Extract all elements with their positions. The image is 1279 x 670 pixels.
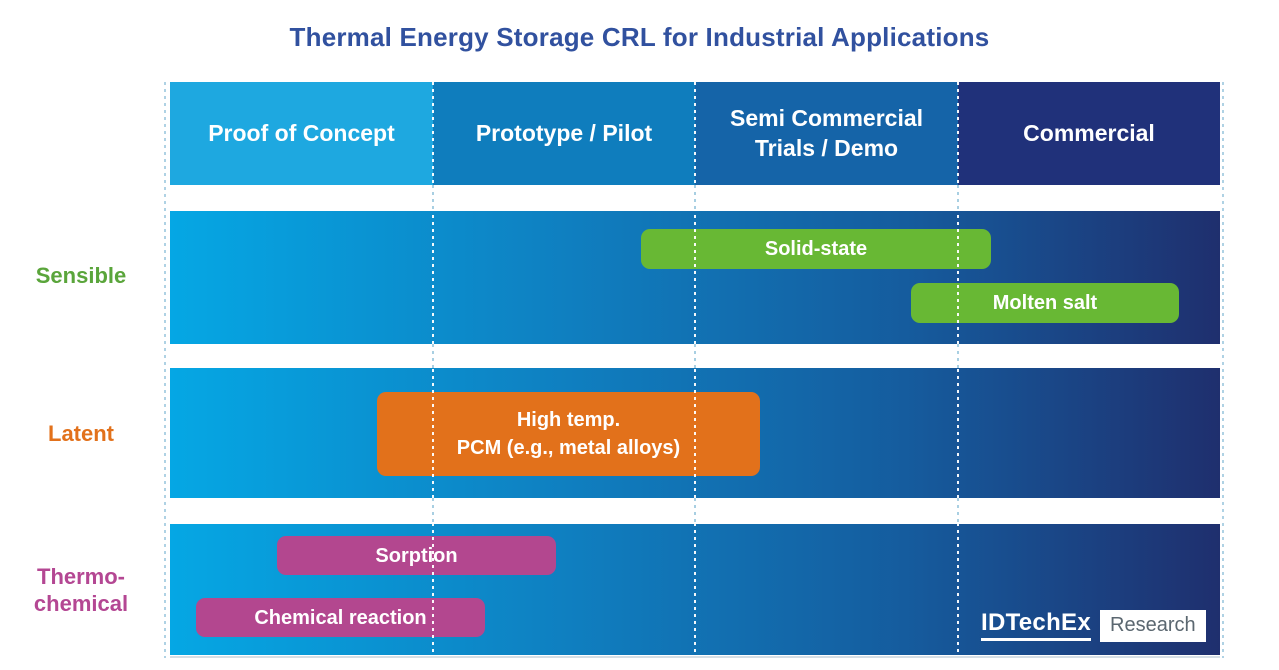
chart-title: Thermal Energy Storage CRL for Industria… <box>289 22 990 52</box>
gap-gridline-dots <box>432 498 434 524</box>
bar-high-temp-pcm-line2: PCM (e.g., metal alloys) <box>456 437 681 459</box>
column-header-semi-commercial: Semi Commercial Trials / Demo <box>695 82 958 185</box>
row-label-thermo-line1: Thermo- <box>37 564 125 589</box>
chart-grid: Proof of Concept Prototype / Pilot Semi … <box>164 82 1224 658</box>
semi-commercial-line2: Trials / Demo <box>754 134 899 161</box>
bar-solid-state: Solid-state <box>641 229 991 269</box>
research-badge: Research <box>1100 610 1206 642</box>
bar-molten-salt: Molten salt <box>911 283 1179 323</box>
stage-boundary-gridline-2 <box>694 82 696 655</box>
bottom-divider <box>170 656 1220 658</box>
column-header-commercial: Commercial <box>958 82 1220 185</box>
gap-gridline-dots <box>957 498 959 524</box>
gap-gridline-dots <box>694 498 696 524</box>
gap-gridline-dots <box>957 344 959 368</box>
idtechex-logo: IDTechEx Research <box>981 610 1206 642</box>
gap-gridline-dots <box>694 185 696 211</box>
bar-chemical-reaction: Chemical reaction <box>196 598 485 637</box>
gap-gridline-dots <box>432 185 434 211</box>
gap-gridline-dots <box>432 344 434 368</box>
row-label-sensible: Sensible <box>35 263 127 288</box>
gap-gridline-dots <box>957 185 959 211</box>
idtechex-wordmark: IDTechEx <box>981 611 1091 641</box>
stage-boundary-gridline-3 <box>957 82 959 655</box>
row-label-thermo-line2: chemical <box>33 591 129 616</box>
semi-commercial-line1: Semi Commercial <box>729 104 924 131</box>
row-label-latent: Latent <box>48 421 114 446</box>
column-header-proof-of-concept: Proof of Concept <box>170 82 433 185</box>
bar-high-temp-pcm-line1: High temp. <box>516 409 621 431</box>
column-header-prototype-pilot: Prototype / Pilot <box>433 82 695 185</box>
left-edge-gridline <box>164 82 166 658</box>
stage-boundary-gridline-1 <box>432 82 434 655</box>
gap-gridline-dots <box>694 344 696 368</box>
bar-high-temp-pcm: High temp. PCM (e.g., metal alloys) <box>377 392 760 476</box>
bar-sorption: Sorption <box>277 536 556 575</box>
right-edge-gridline <box>1222 82 1224 658</box>
row-label-thermochemical: Thermo- chemical <box>0 563 162 617</box>
